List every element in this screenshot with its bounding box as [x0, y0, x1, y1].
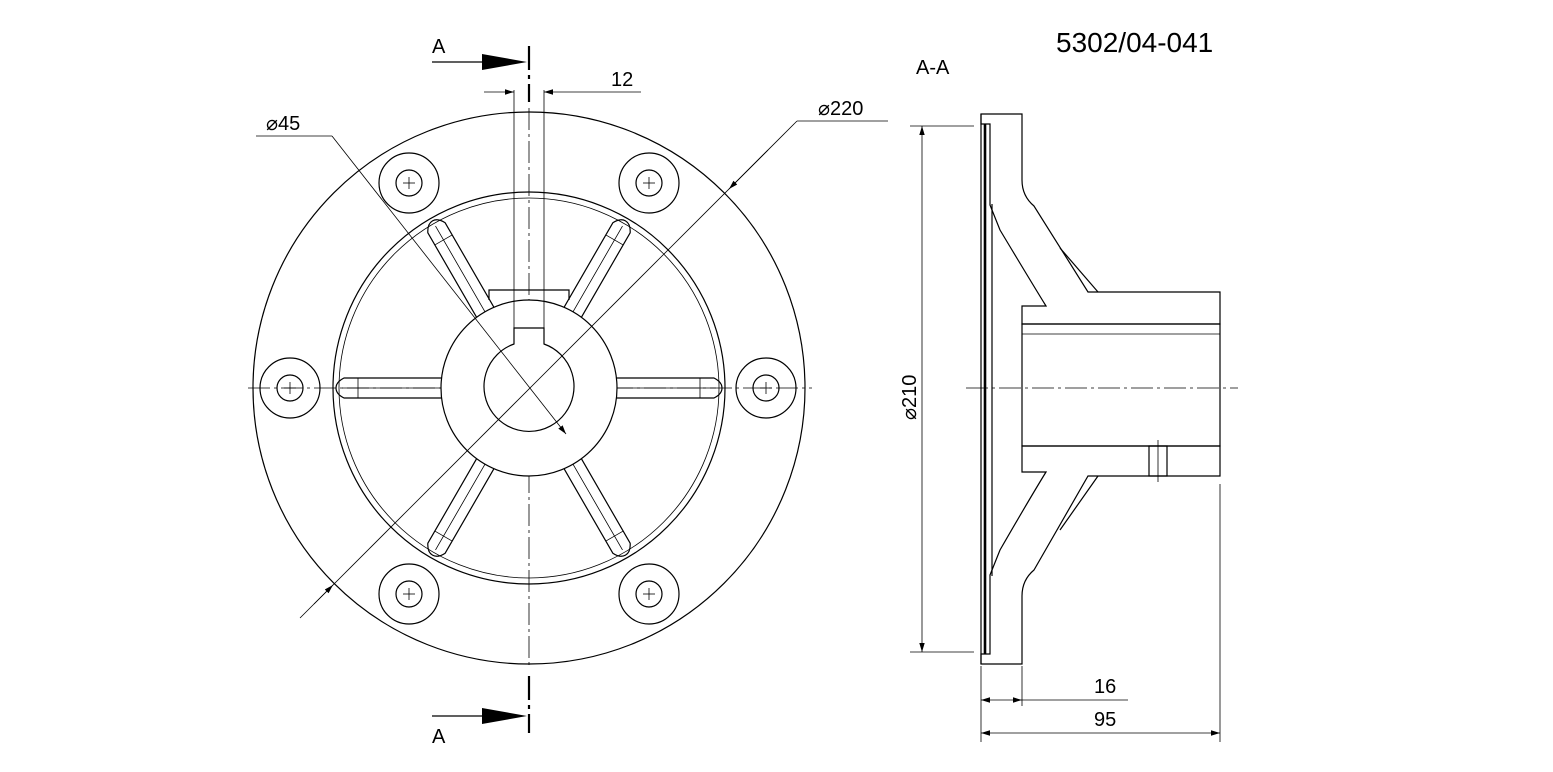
dim-bore-text: ⌀45 [266, 113, 300, 135]
dim-lengths: 16 95 [980, 484, 1221, 742]
drawing-number: 5302/04-041 [1056, 27, 1213, 58]
dim-flange-text: ⌀210 [899, 375, 921, 420]
rib [562, 457, 631, 557]
cut-label-top: A [432, 36, 446, 58]
bolt-hole [618, 152, 680, 214]
dim-flange-diameter: ⌀210 [899, 125, 974, 653]
rib-upper [1059, 247, 1099, 293]
bore [1021, 323, 1221, 447]
dim-thickness-text: 16 [1094, 676, 1116, 698]
bore-with-keyway [483, 327, 575, 433]
rib [427, 219, 496, 319]
bolt-hole [378, 563, 440, 625]
cut-label-bottom: A [432, 726, 446, 748]
bolt-hole [378, 152, 440, 214]
dim-outer-text: ⌀220 [818, 98, 863, 120]
rib [427, 457, 496, 557]
bolt-hole [735, 357, 797, 419]
dim-keyway-width-text: 12 [611, 69, 633, 91]
section-view [966, 113, 1238, 665]
dim-keyway-width: 12 [484, 69, 641, 95]
inner-recess-edge [338, 197, 720, 579]
section-upper-hatch [980, 113, 1221, 325]
outer-flange-circle [252, 111, 806, 665]
dim-bore: ⌀45 [256, 113, 567, 435]
ribs [335, 219, 723, 557]
rib [562, 219, 631, 319]
inner-recess-circle [332, 191, 726, 585]
hub-key-boss [488, 289, 570, 300]
bolt-holes [259, 152, 797, 625]
section-lower-hatch [980, 445, 1221, 665]
bolt-hole [618, 563, 680, 625]
rib [335, 377, 443, 399]
hub-outer-circle [440, 299, 618, 477]
front-view [248, 90, 812, 668]
bolt-hole [259, 357, 321, 419]
rib [615, 377, 723, 399]
dim-outer-diameter: ⌀220 [299, 98, 888, 619]
cutting-plane: A A [432, 36, 531, 748]
rib-lower [1059, 475, 1099, 531]
section-label: A-A [916, 57, 950, 79]
dim-length-text: 95 [1094, 709, 1116, 731]
